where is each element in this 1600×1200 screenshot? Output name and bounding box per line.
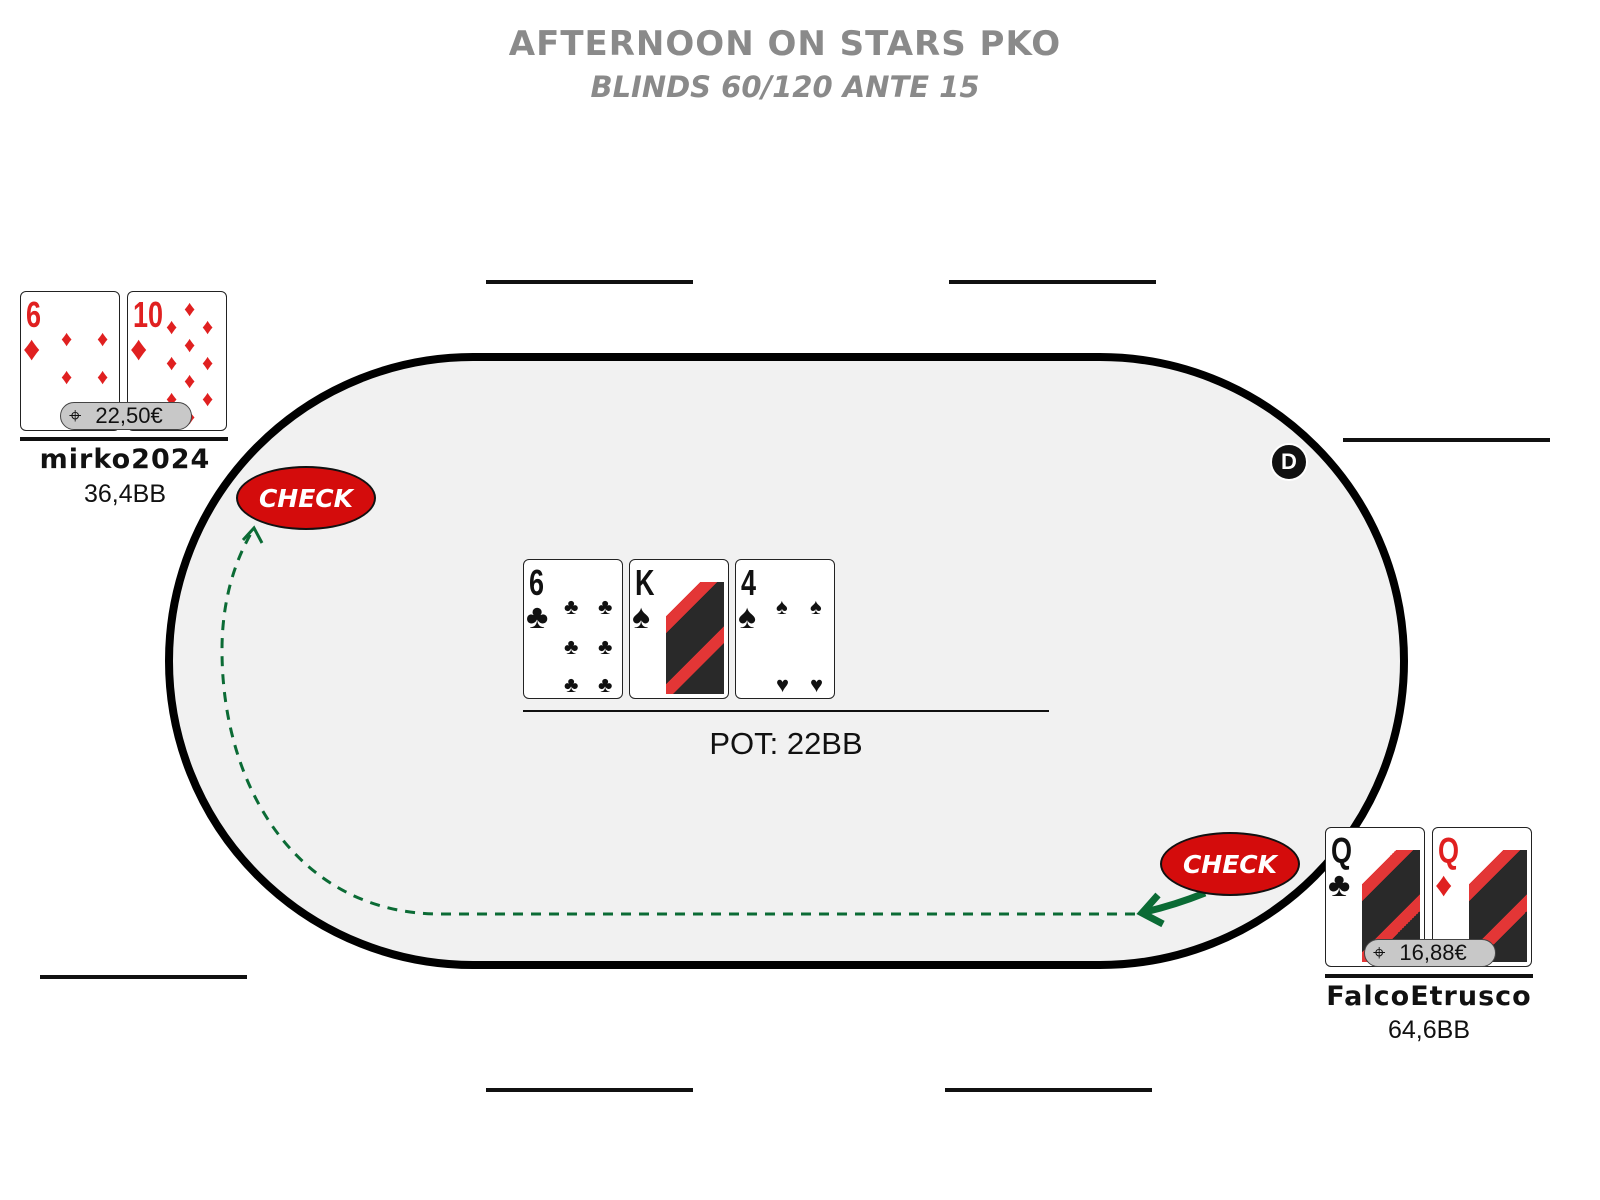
bounty-badge: ⌖16,88€	[1364, 939, 1496, 967]
empty-seat	[486, 280, 693, 284]
seat-line	[20, 437, 228, 441]
board-card: K♠	[629, 559, 729, 699]
king-illustration	[666, 582, 724, 694]
empty-seat	[945, 1088, 1152, 1092]
board-card: 6♣ ♣♣ ♣♣ ♣♣	[523, 559, 623, 699]
dealer-button: D	[1270, 443, 1308, 481]
player-stack: 36,4BB	[83, 480, 166, 508]
arrow-head-icon	[241, 525, 264, 544]
player-name: mirko2024	[39, 444, 211, 475]
empty-seat	[949, 280, 1156, 284]
target-icon: ⌖	[1373, 940, 1386, 965]
action-path-dashed	[220, 529, 1135, 916]
action-badge-check: CHECK	[236, 466, 376, 530]
action-arrow-solid	[1144, 889, 1207, 916]
pot-label: POT: 22BB	[709, 726, 863, 761]
target-icon: ⌖	[69, 403, 82, 428]
empty-seat	[40, 975, 247, 979]
board-card: 4♠ ♠♠ ♥♥	[735, 559, 835, 699]
blinds-subtitle: BLINDS 60/120 ANTE 15	[590, 70, 980, 104]
seat-line	[1325, 974, 1533, 978]
empty-seat	[486, 1088, 693, 1092]
action-badge-check: CHECK	[1160, 832, 1300, 896]
tournament-title: AFTERNOON ON STARS PKO	[508, 24, 1062, 64]
empty-seat	[1343, 438, 1550, 442]
player-name: FalcoEtrusco	[1326, 981, 1532, 1012]
arrow-head-icon	[1136, 892, 1165, 928]
player-stack: 64,6BB	[1387, 1016, 1470, 1044]
bounty-badge: ⌖22,50€	[60, 402, 192, 430]
